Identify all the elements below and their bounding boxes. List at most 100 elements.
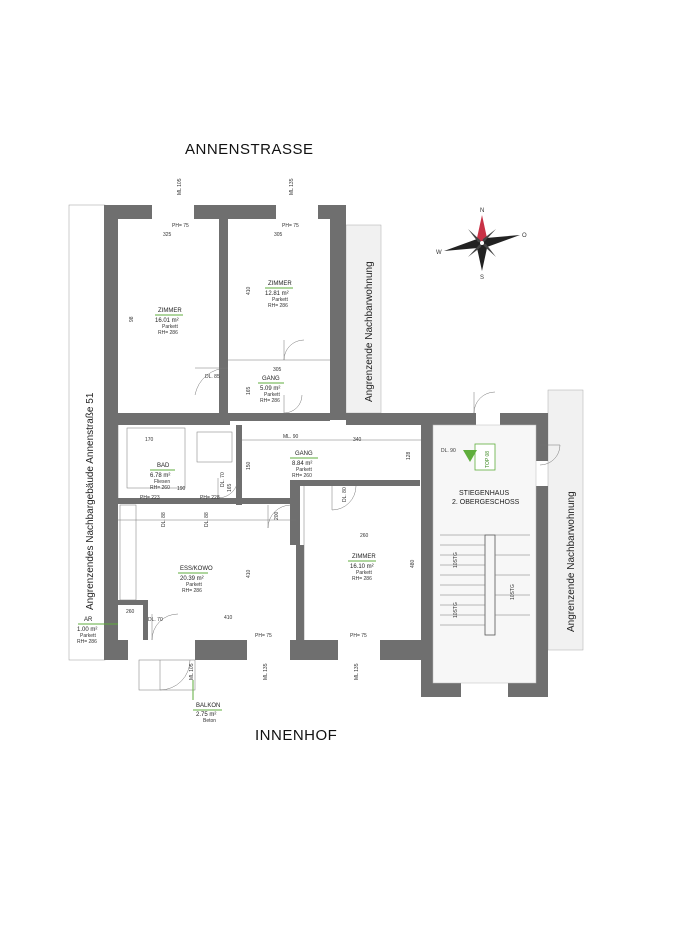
svg-text:GANG: GANG xyxy=(295,451,313,457)
svg-text:DL. 85: DL. 85 xyxy=(205,374,220,380)
svg-text:DL. 88: DL. 88 xyxy=(161,512,167,527)
staircase: STIEGENHAUS 2. OBERGESCHOSS 10STG 10STG … xyxy=(432,424,537,684)
svg-text:200: 200 xyxy=(274,511,280,520)
room-esskowo: ESS/KOWO 20.39 m² Parkett RH= 286 xyxy=(178,566,213,594)
svg-text:Parkett: Parkett xyxy=(356,570,372,576)
stair-steps-1: 10STG xyxy=(453,552,459,568)
svg-text:ZIMMER: ZIMMER xyxy=(158,308,182,314)
svg-text:ML 135: ML 135 xyxy=(289,178,295,195)
svg-text:Parkett: Parkett xyxy=(186,582,202,588)
svg-text:305: 305 xyxy=(274,232,283,238)
room-zimmer-2: ZIMMER 12.81 m² Parkett RH= 286 xyxy=(265,281,293,309)
svg-text:Parkett: Parkett xyxy=(272,297,288,303)
svg-text:RH= 286: RH= 286 xyxy=(268,303,288,309)
room-balkon: BALKON 2.75 m² Beton xyxy=(192,680,222,724)
room-zimmer-1: ZIMMER 16.01 m² Parkett RH= 286 xyxy=(155,308,183,336)
stair-steps-2: 10STG xyxy=(453,602,459,618)
svg-text:5.09 m²: 5.09 m² xyxy=(260,386,280,392)
svg-text:Beton: Beton xyxy=(203,718,216,724)
stair-level: 2. OBERGESCHOSS xyxy=(452,499,520,506)
east-neighbor: Angrenzende Nachbarwohnung xyxy=(547,389,584,651)
compass-w: W xyxy=(436,250,442,256)
svg-text:260: 260 xyxy=(126,609,135,615)
neighbor-label-west: Angrenzendes Nachbargebäude Annenstraße … xyxy=(85,392,96,610)
svg-text:RH= 286: RH= 286 xyxy=(158,330,178,336)
svg-text:PH= 223: PH= 223 xyxy=(140,495,160,501)
svg-text:DL. 80: DL. 80 xyxy=(342,487,348,502)
svg-text:PH= 75: PH= 75 xyxy=(350,633,367,639)
svg-text:ML 105: ML 105 xyxy=(189,663,195,680)
svg-text:6.78 m²: 6.78 m² xyxy=(150,473,170,479)
top-label: TOP 08 xyxy=(485,451,491,468)
north-east-neighbor: Angrenzende Nachbarwohnung xyxy=(345,224,382,414)
svg-text:2.75 m²: 2.75 m² xyxy=(196,712,216,718)
svg-text:16.01 m²: 16.01 m² xyxy=(155,318,179,324)
compass-rose-icon: N S W O xyxy=(436,208,527,281)
svg-text:98: 98 xyxy=(129,316,135,322)
svg-text:16.10 m²: 16.10 m² xyxy=(350,564,374,570)
compass-o: O xyxy=(522,233,527,239)
stair-steps-3: 10STG xyxy=(510,584,516,600)
svg-text:128: 128 xyxy=(406,451,412,460)
svg-text:ESS/KOWO: ESS/KOWO xyxy=(180,566,213,572)
svg-text:RH= 286: RH= 286 xyxy=(182,588,202,594)
svg-text:1.00 m²: 1.00 m² xyxy=(77,627,97,633)
svg-text:RH= 286: RH= 286 xyxy=(352,576,372,582)
walls xyxy=(104,205,548,697)
room-zimmer-3: ZIMMER 16.10 m² Parkett RH= 286 xyxy=(348,554,376,582)
svg-text:190: 190 xyxy=(177,486,186,492)
svg-text:ZIMMER: ZIMMER xyxy=(352,554,376,560)
svg-text:12.81 m²: 12.81 m² xyxy=(265,291,289,297)
room-gang-2: GANG 8.84 m² Parkett RH= 260 xyxy=(290,451,318,479)
room-bad: BAD 6.78 m² Fliesen RH= 260 xyxy=(150,463,175,491)
svg-text:165: 165 xyxy=(246,386,252,395)
svg-text:ZIMMER: ZIMMER xyxy=(268,281,292,287)
svg-text:165: 165 xyxy=(227,483,233,492)
svg-text:8.84 m²: 8.84 m² xyxy=(292,461,312,467)
stair-name: STIEGENHAUS xyxy=(459,490,510,497)
street-label-south: INNENHOF xyxy=(255,727,337,744)
svg-text:RH= 286: RH= 286 xyxy=(260,398,280,404)
west-neighbor-building: Angrenzendes Nachbargebäude Annenstraße … xyxy=(68,204,106,661)
svg-text:GANG: GANG xyxy=(262,376,280,382)
svg-text:ML 105: ML 105 xyxy=(177,178,183,195)
compass-n: N xyxy=(480,208,484,214)
svg-text:DL. 88: DL. 88 xyxy=(204,512,210,527)
svg-text:AR: AR xyxy=(84,617,93,623)
street-label-north: ANNENSTRASSE xyxy=(185,141,314,158)
svg-text:ML 135: ML 135 xyxy=(354,663,360,680)
svg-text:BAD: BAD xyxy=(157,463,170,469)
svg-text:20.39 m²: 20.39 m² xyxy=(180,576,204,582)
svg-text:410: 410 xyxy=(246,286,252,295)
neighbor-label-north-east: Angrenzende Nachbarwohnung xyxy=(364,261,375,402)
svg-text:Fliesen: Fliesen xyxy=(154,479,170,485)
neighbor-label-east: Angrenzende Nachbarwohnung xyxy=(566,491,577,632)
svg-text:DL. 90: DL. 90 xyxy=(441,448,456,454)
svg-text:150: 150 xyxy=(246,461,252,470)
svg-text:170: 170 xyxy=(145,437,154,443)
room-gang-1: GANG 5.09 m² Parkett RH= 286 xyxy=(258,376,284,404)
svg-text:PH= 228: PH= 228 xyxy=(200,495,220,501)
svg-text:DL. 70: DL. 70 xyxy=(220,472,226,487)
svg-text:305: 305 xyxy=(273,367,282,373)
svg-text:PH= 75: PH= 75 xyxy=(172,223,189,229)
svg-text:Parkett: Parkett xyxy=(264,392,280,398)
svg-text:BALKON: BALKON xyxy=(196,703,220,709)
svg-text:Parkett: Parkett xyxy=(162,324,178,330)
svg-text:PH= 75: PH= 75 xyxy=(282,223,299,229)
interior-lines xyxy=(117,359,421,691)
dimensions: PH= 75 PH= 75 PH= 75 PH= 75 325 305 98 4… xyxy=(126,178,456,680)
svg-text:RH= 260: RH= 260 xyxy=(150,485,170,491)
svg-text:340: 340 xyxy=(353,437,362,443)
svg-text:480: 480 xyxy=(410,559,416,568)
entry-arrow-icon xyxy=(463,450,477,462)
svg-text:260: 260 xyxy=(360,533,369,539)
room-ar: AR 1.00 m² Parkett RH= 286 xyxy=(77,617,118,645)
svg-text:PH= 75: PH= 75 xyxy=(255,633,272,639)
svg-text:ML 135: ML 135 xyxy=(263,663,269,680)
compass-s: S xyxy=(480,275,484,281)
svg-text:Parkett: Parkett xyxy=(80,633,96,639)
svg-text:RH= 260: RH= 260 xyxy=(292,473,312,479)
svg-text:410: 410 xyxy=(224,615,233,621)
